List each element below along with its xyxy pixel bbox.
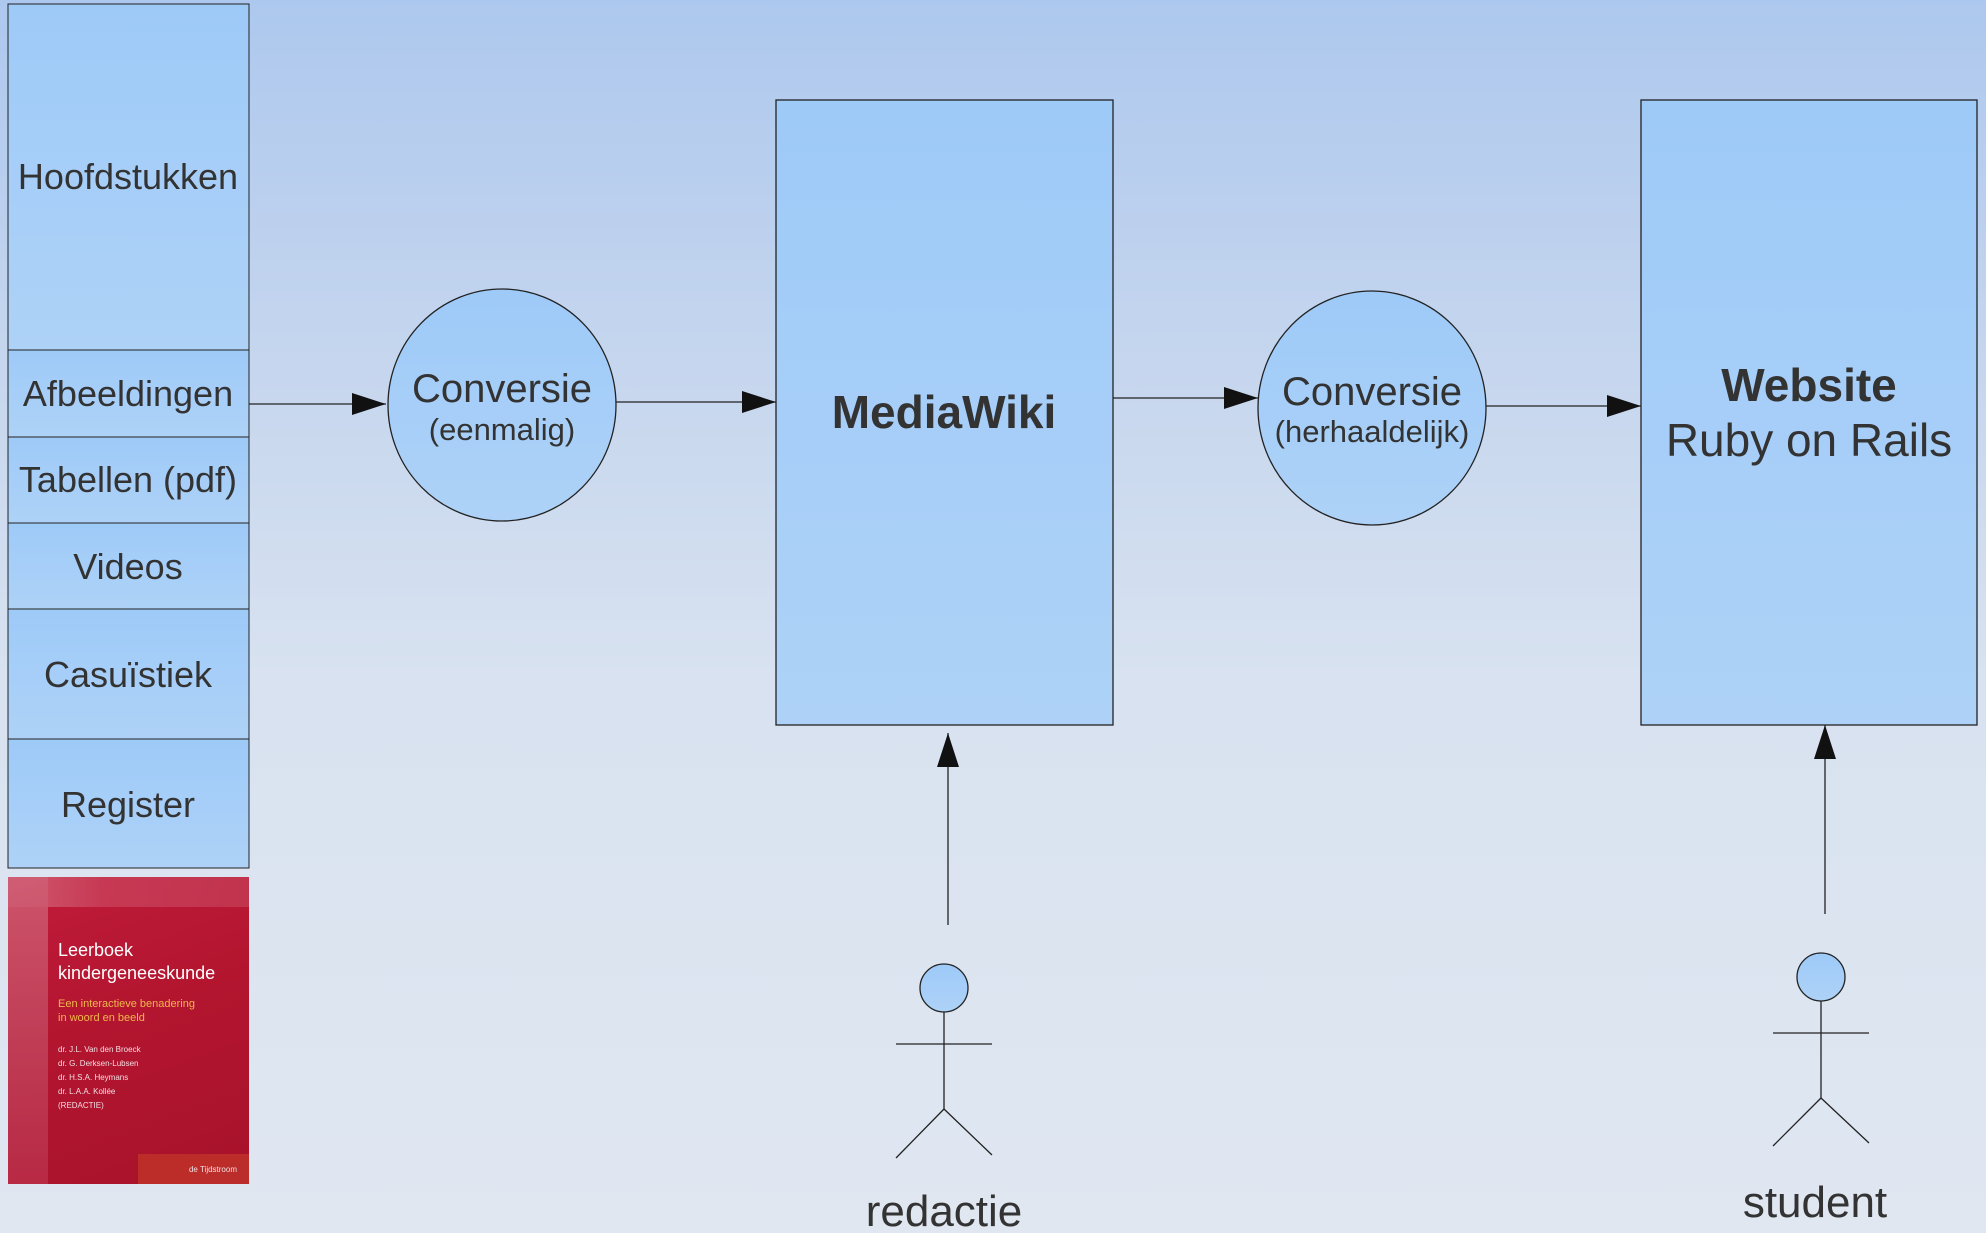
editor-actor: redactie <box>866 963 1023 1233</box>
source-box-videos <box>7 522 250 610</box>
source-stack: Hoofdstukken Afbeeldingen Tabellen (pdf)… <box>7 3 250 869</box>
source-label-tabellen: Tabellen (pdf) <box>19 459 237 500</box>
editor-actor-label: redactie <box>866 1187 1023 1233</box>
book-cover-title: Leerboek kindergeneeskunde <box>58 940 216 983</box>
book-cover-band <box>8 877 249 907</box>
source-label-hoofdstukken: Hoofdstukken <box>18 156 238 197</box>
conversion-repeated-node: Conversie (herhaaldelijk) <box>1257 290 1487 526</box>
source-box-tabellen <box>7 436 250 524</box>
source-box-afbeeldingen <box>7 349 250 438</box>
conversion-once-subtitle: (eenmalig) <box>429 412 575 447</box>
conversion-once-circle <box>387 288 617 522</box>
mediawiki-node: MediaWiki <box>775 99 1114 726</box>
website-box <box>1640 99 1978 726</box>
website-subtitle: Ruby on Rails <box>1666 414 1952 466</box>
student-actor-label: student <box>1743 1178 1887 1227</box>
conversion-once-node: Conversie (eenmalig) <box>387 288 617 522</box>
book-cover-strip <box>8 877 48 1184</box>
website-title: Website <box>1721 359 1897 411</box>
editor-actor-head <box>919 963 969 1013</box>
source-box-hoofdstukken <box>7 3 250 351</box>
source-box-register <box>7 738 250 869</box>
book-cover-image: Leerboek kindergeneeskunde Een interacti… <box>8 877 249 1184</box>
mediawiki-box <box>775 99 1114 726</box>
conversion-repeated-subtitle: (herhaaldelijk) <box>1275 414 1470 449</box>
book-cover-subtitle: Een interactieve benadering in woord en … <box>58 998 195 1024</box>
student-actor-head <box>1796 952 1846 1002</box>
source-label-register: Register <box>61 784 195 825</box>
mediawiki-label: MediaWiki <box>832 386 1057 438</box>
source-label-afbeeldingen: Afbeeldingen <box>23 373 233 414</box>
source-box-casuistiek <box>7 608 250 740</box>
book-cover-publisher: de Tijdstroom <box>188 1165 237 1174</box>
website-node: Website Ruby on Rails <box>1640 99 1978 726</box>
conversion-once-title: Conversie <box>412 367 592 411</box>
source-label-videos: Videos <box>73 546 182 587</box>
conversion-repeated-circle <box>1257 290 1487 526</box>
conversion-repeated-title: Conversie <box>1282 370 1462 414</box>
book-cover-footer <box>138 1154 249 1184</box>
source-label-casuistiek: Casuïstiek <box>44 654 213 695</box>
book-cover-authors: dr. J.L. Van den Broeck dr. G. Derksen-L… <box>58 1045 141 1110</box>
student-actor: student <box>1743 952 1887 1227</box>
